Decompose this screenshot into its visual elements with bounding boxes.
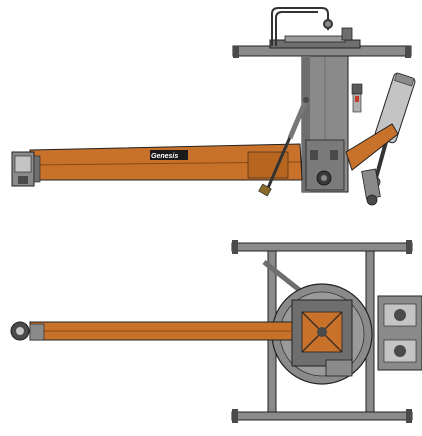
vertical-column	[301, 55, 349, 193]
filter-regulator	[351, 83, 363, 113]
main-arm: Genesis	[29, 143, 303, 181]
turntable	[271, 283, 373, 385]
plan-arm	[29, 321, 293, 341]
top-plan-view	[10, 240, 422, 423]
gas-strut	[258, 97, 309, 197]
plan-end-effector	[10, 321, 45, 341]
side-elevation-view: Genesis	[11, 7, 416, 206]
plan-cylinder-block	[377, 295, 422, 371]
lower-linkage	[345, 123, 399, 206]
brand-logo: Genesis	[151, 153, 178, 160]
end-effector-head	[11, 151, 41, 187]
air-supply-piping	[271, 7, 353, 46]
top-mount-plate	[232, 35, 412, 58]
